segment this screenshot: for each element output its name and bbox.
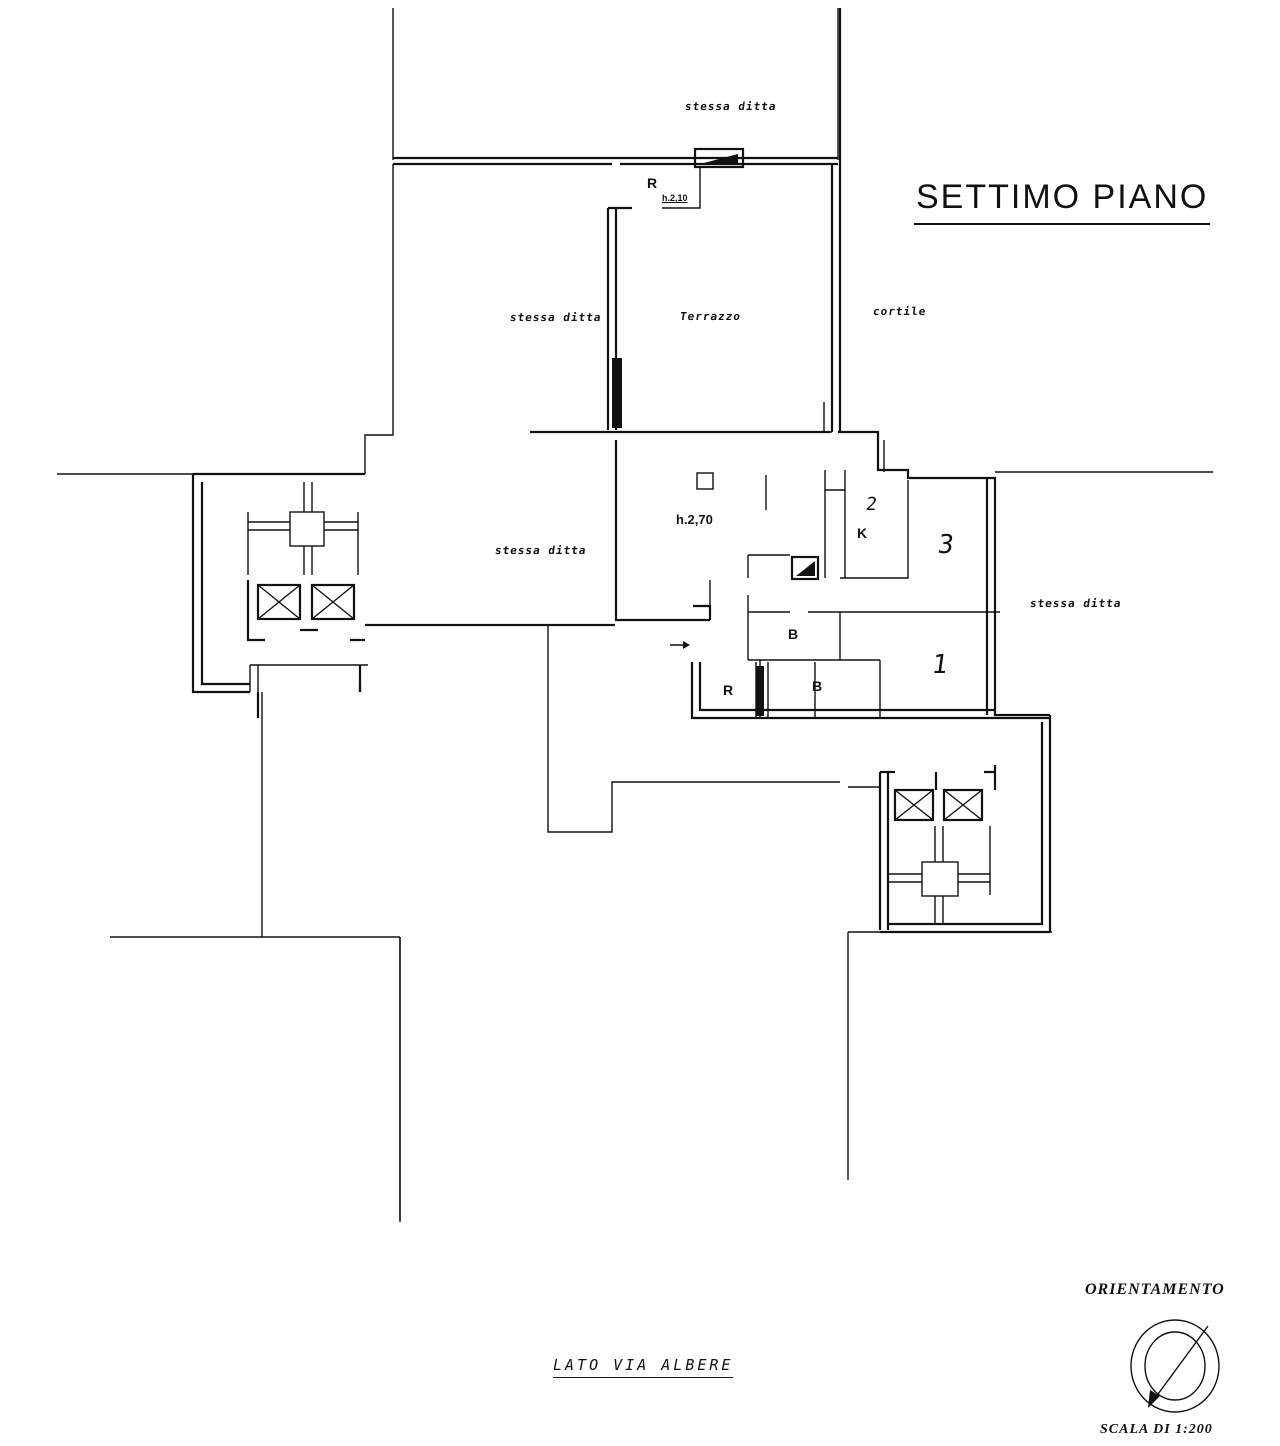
room-k: K: [857, 525, 868, 541]
left-stair-core: [191, 472, 368, 718]
scale-label: SCALA DI 1:200: [1100, 1422, 1213, 1437]
label-terrazzo: Terrazzo: [679, 310, 742, 323]
right-stair-core: [848, 715, 1052, 934]
compass-icon: [1130, 1319, 1220, 1413]
label-stessa-ditta-top: stessa ditta: [684, 100, 778, 113]
chimney-flue-kitchen: [790, 555, 820, 581]
chimney-flue-top: [693, 147, 745, 169]
room-r-top: R: [647, 175, 658, 191]
room-b2: B: [812, 678, 823, 694]
r-top-walls: [662, 167, 701, 209]
room-r-bottom: R: [723, 682, 734, 698]
label-stessa-ditta-left-upper: stessa ditta: [509, 311, 603, 324]
label-stessa-ditta-right: stessa ditta: [1029, 597, 1123, 610]
orientation-label: ORIENTAMENTO: [1085, 1281, 1225, 1298]
label-stessa-ditta-left-lower: stessa ditta: [494, 544, 588, 557]
apartment-walls: [530, 206, 1050, 720]
entrance-arrow-icon: [670, 641, 690, 649]
street-side-label: LATO VIA ALBERE: [553, 1356, 734, 1378]
plan-title: SETTIMO PIANO: [914, 178, 1211, 225]
label-height-r: h.2,10: [662, 193, 688, 203]
label-height-main: h.2,70: [676, 512, 713, 527]
label-cortile: cortile: [872, 305, 928, 318]
room-b1: B: [788, 626, 799, 642]
